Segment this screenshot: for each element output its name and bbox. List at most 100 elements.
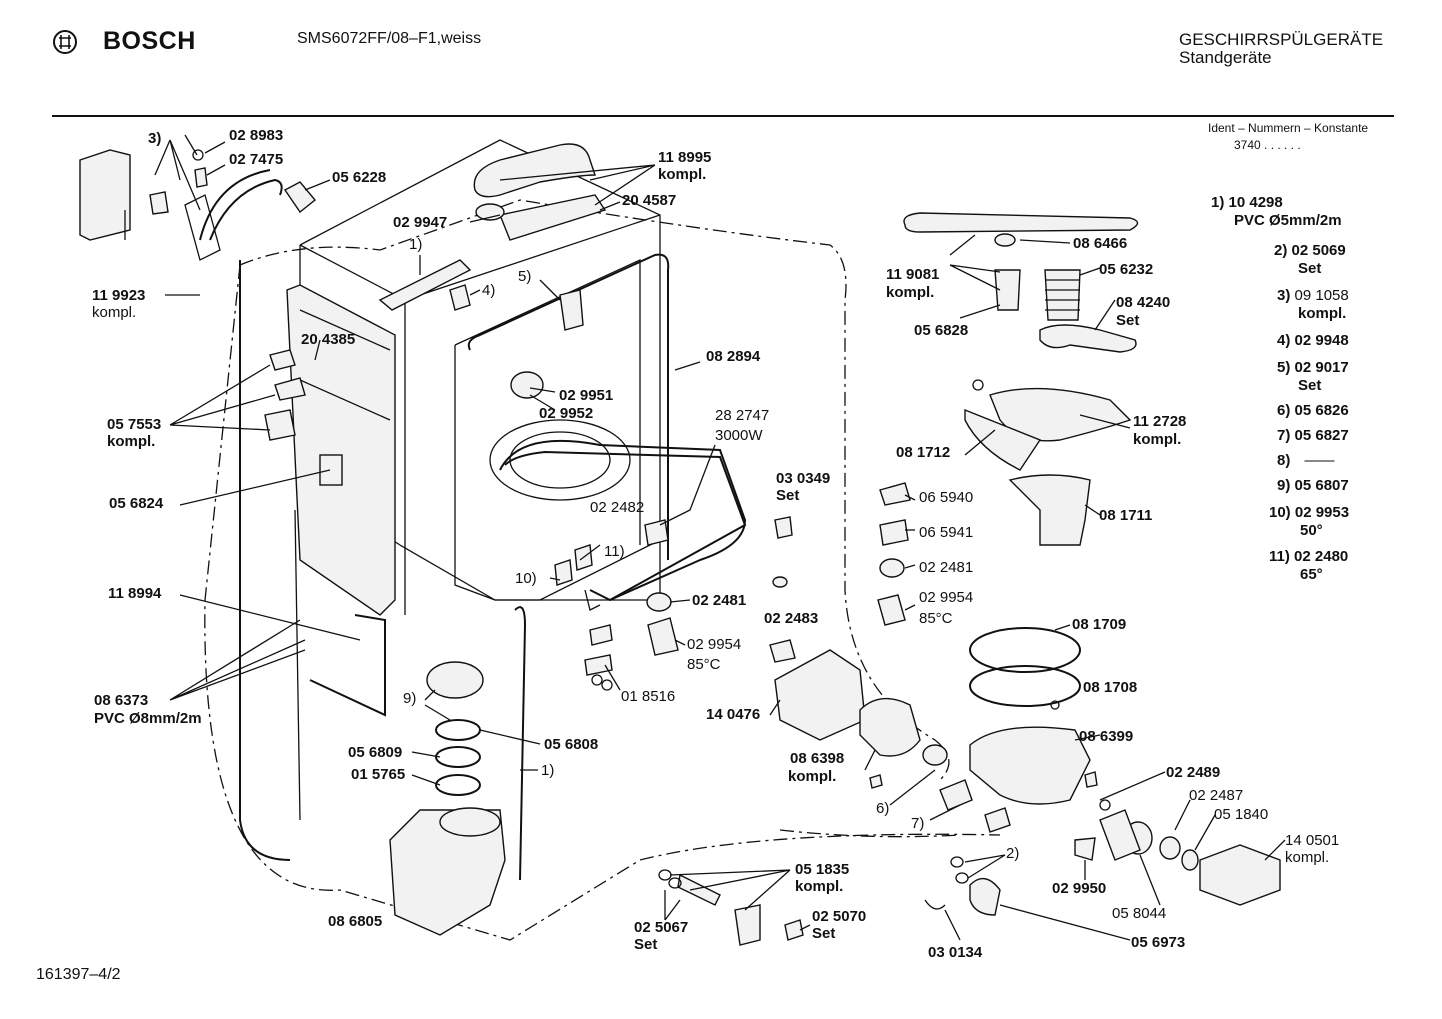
top-spray-arm [473, 143, 596, 198]
part-086466: 08 6466 [1073, 235, 1128, 252]
document-number: 161397–4/2 [36, 966, 121, 983]
inlet-hose-outer [199, 169, 271, 241]
sump-ring-upper [969, 627, 1081, 673]
micro-filter [964, 408, 1042, 471]
part-029950: 02 9950 [1052, 880, 1107, 897]
hose-segment-6 [939, 779, 973, 811]
hose-segment-7 [984, 807, 1011, 833]
legend-4-num: 02 9948 [1294, 332, 1349, 349]
legend-6-num: 05 6826 [1294, 402, 1349, 419]
legend-2-desc: Set [1298, 260, 1322, 277]
part-081712: 08 1712 [896, 444, 951, 461]
part-081711: 08 1711 [1099, 507, 1153, 524]
part-112728: 11 2728 [1133, 413, 1187, 430]
legend-4-key: 4) [1277, 332, 1291, 349]
drain-pump [1199, 844, 1281, 906]
part-030349-set: Set [776, 487, 800, 504]
legend-2-num: 02 5069 [1291, 242, 1346, 259]
callout-4: 4) [482, 282, 496, 299]
part-119081: 11 9081 [886, 266, 940, 283]
part-204385: 20 4385 [301, 331, 356, 348]
legend-1-desc: PVC Ø5mm/2m [1234, 212, 1342, 229]
part-118995-kompl: kompl. [658, 166, 707, 183]
part-027475: 02 7475 [229, 151, 284, 168]
part-022481-a: 02 2481 [692, 592, 747, 609]
part-118995: 11 8995 [658, 149, 712, 166]
part-025070-set: Set [812, 925, 836, 942]
drain-hose-left [239, 260, 291, 861]
part-140476: 14 0476 [706, 706, 761, 723]
legend-5-num: 02 9017 [1294, 359, 1349, 376]
part-119923: 11 9923 [92, 287, 146, 304]
legend-3: 3) 09 1058 [1277, 287, 1349, 304]
fill-valve-small [677, 873, 721, 906]
part-022489: 02 2489 [1166, 764, 1221, 781]
part-030349: 03 0349 [776, 470, 831, 487]
part-058044: 05 8044 [1112, 905, 1167, 922]
part-022482: 02 2482 [590, 499, 645, 516]
part-029947: 02 9947 [393, 214, 448, 231]
part-082894: 08 2894 [706, 348, 761, 365]
side-panel-drawing [286, 284, 396, 616]
spray-arm-bearing [994, 269, 1021, 311]
legend-10-desc: 50° [1300, 522, 1323, 539]
part-086399: 08 6399 [1079, 728, 1134, 745]
legend-11-desc: 65° [1300, 566, 1323, 583]
part-081708: 08 1708 [1083, 679, 1138, 696]
callout-2: 2) [1006, 845, 1020, 862]
legend-8-num: —— [1304, 452, 1335, 469]
product-subcategory: Standgeräte [1179, 48, 1272, 67]
inlet-hose [209, 178, 283, 241]
legend-3-num: 09 1058 [1294, 287, 1349, 304]
part-086373-pvc: PVC Ø8mm/2m [94, 710, 202, 727]
part-086398-kompl: kompl. [788, 768, 837, 785]
pump-housing-right [1099, 809, 1141, 861]
part-022487: 02 2487 [1189, 787, 1244, 804]
part-086805: 08 6805 [328, 913, 383, 930]
callout-7: 7) [911, 815, 925, 832]
ident-value: 3740 . . . . . . [1234, 138, 1301, 152]
lower-spray-arm [903, 212, 1139, 233]
circulation-pump-drawing [389, 661, 506, 936]
legend-2-key: 2) [1274, 242, 1288, 259]
part-056232: 05 6232 [1099, 261, 1154, 278]
callout-10: 10) [515, 570, 537, 587]
part-112728-kompl: kompl. [1133, 431, 1182, 448]
legend-1-key: 1) [1211, 194, 1225, 211]
water-inlet-box [79, 149, 131, 241]
legend-7-key: 7) [1277, 427, 1291, 444]
part-084240-set: Set [1116, 312, 1140, 329]
legend-5: 5) 02 9017 [1277, 359, 1349, 376]
legend-10: 10) 02 9953 [1269, 504, 1349, 521]
bosch-logo-icon [52, 29, 78, 60]
pump-cover [1074, 837, 1096, 861]
brand-name: BOSCH [103, 27, 196, 55]
legend-9: 9) 05 6807 [1277, 477, 1349, 494]
legend-1-num: 10 4298 [1228, 194, 1283, 211]
legend-8-key: 8) [1277, 452, 1291, 469]
part-051840: 05 1840 [1214, 806, 1269, 823]
part-056824: 05 6824 [109, 495, 164, 512]
wash-motor [774, 649, 866, 741]
part-029954-a: 02 9954 [687, 636, 742, 653]
part-056973: 05 6973 [1131, 934, 1186, 951]
callout-1-bottom: 1) [541, 762, 555, 779]
part-056828: 05 6828 [914, 322, 969, 339]
legend-10-num: 02 9953 [1294, 504, 1350, 521]
part-025067: 02 5067 [634, 919, 689, 936]
legend-3-desc: kompl. [1298, 305, 1347, 322]
part-015765: 01 5765 [351, 766, 406, 783]
pump-volute [859, 697, 921, 757]
legend-11-num: 02 2480 [1294, 548, 1349, 565]
sump-outline [779, 829, 961, 838]
legend-7: 7) 05 6827 [1277, 427, 1349, 444]
part-057553-kompl: kompl. [107, 433, 156, 450]
part-056809: 05 6809 [348, 744, 403, 761]
callout-9: 9) [403, 690, 417, 707]
part-204587: 20 4587 [622, 192, 677, 209]
legend-9-num: 05 6807 [1294, 477, 1349, 494]
callout-11: 11) [604, 543, 625, 560]
legend-11: 11) 02 2480 [1269, 548, 1348, 565]
spray-tube [378, 259, 472, 311]
part-282747-watt: 3000W [715, 427, 763, 444]
